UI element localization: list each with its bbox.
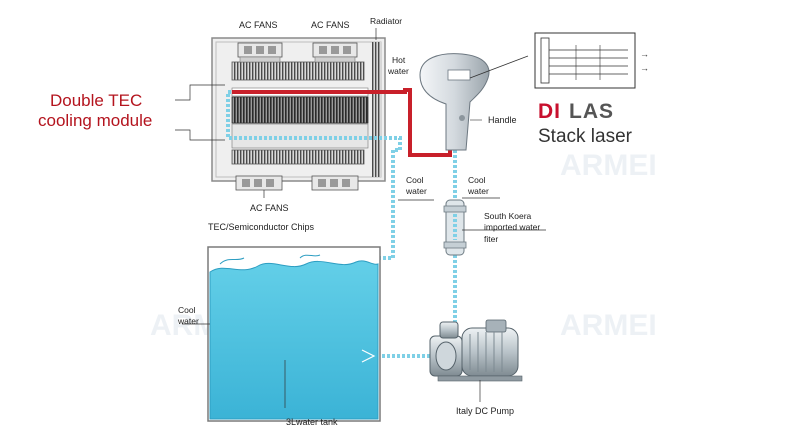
cool-water-center-label-line2: water xyxy=(405,186,427,196)
filter-label-line2: imported water xyxy=(484,222,540,232)
brand-di: DI xyxy=(538,100,561,123)
water-tank xyxy=(207,246,381,422)
svg-text:ARMEI: ARMEI xyxy=(560,149,657,182)
pump-label: Italy DC Pump xyxy=(456,406,514,416)
ac-fans-bottom-label: AC FANS xyxy=(250,203,289,213)
laser-stack-icon: → → xyxy=(534,32,649,89)
radiator-icon xyxy=(372,42,381,177)
filter-label-line3: fiter xyxy=(484,234,498,244)
double-tec-label-line2: cooling module xyxy=(38,111,152,130)
fan-icon xyxy=(312,42,358,63)
fan-icon xyxy=(235,175,283,191)
double-tec-label-line1: Double TEC xyxy=(50,91,142,110)
cool-water-right-label-line2: water xyxy=(467,186,489,196)
fan-icon xyxy=(311,175,359,191)
handpiece-icon xyxy=(419,53,490,151)
pump-icon xyxy=(429,319,523,382)
water-tank-label: 3Lwater tank xyxy=(286,417,338,427)
fan-icon xyxy=(237,42,283,63)
cool-water-tank-label-line1: Cool xyxy=(178,305,196,315)
cool-water-pipe-tank xyxy=(378,148,400,260)
ac-fans-top-left-label: AC FANS xyxy=(239,20,278,30)
filter-label-line1: South Koera xyxy=(484,211,532,221)
cool-water-center-label-line1: Cool xyxy=(406,175,424,185)
hot-water-label-line2: water xyxy=(387,66,409,76)
ac-fans-top-right-label: AC FANS xyxy=(311,20,350,30)
hot-water-pipe xyxy=(232,88,452,157)
leader-lines xyxy=(175,28,546,408)
cool-water-right-label-line1: Cool xyxy=(468,175,486,185)
radiator-label: Radiator xyxy=(370,16,402,26)
svg-text:ARMEI: ARMEI xyxy=(560,309,657,342)
filter-icon xyxy=(443,199,467,256)
brand-las: LAS xyxy=(569,100,614,123)
svg-text:→: → xyxy=(640,49,649,59)
hot-water-label-line1: Hot xyxy=(392,55,406,65)
tec-chips-label: TEC/Semiconductor Chips xyxy=(208,222,315,232)
svg-text:→: → xyxy=(640,63,649,73)
stack-laser-label: Stack laser xyxy=(538,126,633,147)
cool-water-tank-label-line2: water xyxy=(177,316,199,326)
handle-label: Handle xyxy=(488,115,517,125)
double-tec-cooling-module xyxy=(211,37,386,182)
pointer-line xyxy=(469,55,529,79)
